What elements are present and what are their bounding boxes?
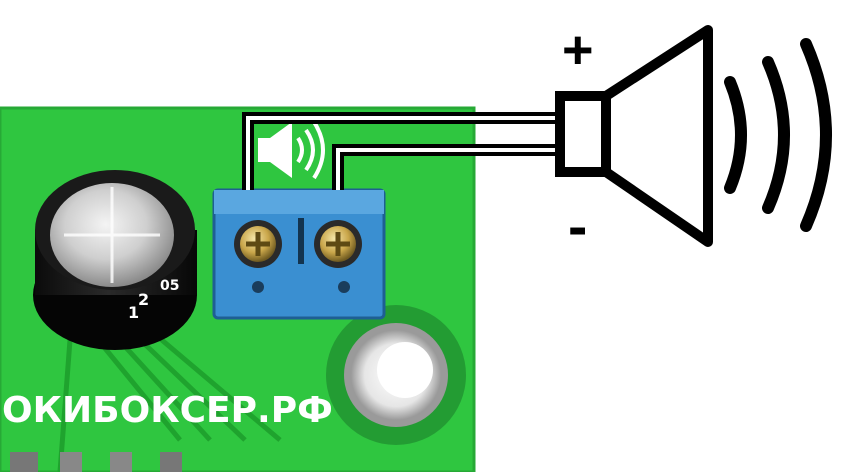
terminal-block bbox=[212, 188, 386, 320]
capacitor: 2 1 05 bbox=[33, 170, 197, 350]
screw-icon bbox=[314, 220, 362, 268]
capacitor-mark: 2 bbox=[138, 290, 149, 309]
wire-negative bbox=[332, 144, 560, 190]
smd-components bbox=[10, 452, 182, 472]
sound-waves-icon bbox=[724, 38, 832, 232]
speaker-sound-icon bbox=[258, 120, 325, 180]
mounting-hole-icon bbox=[326, 305, 466, 445]
capacitor-mark: 05 bbox=[160, 278, 179, 294]
screw-icon bbox=[234, 220, 282, 268]
speaker-symbol-icon bbox=[555, 25, 713, 247]
silkscreen-text: ОКИБОКСЕР.РФ bbox=[2, 390, 333, 431]
wire-positive bbox=[242, 112, 560, 190]
capacitor-mark: 1 bbox=[128, 303, 139, 322]
plus-label: + bbox=[562, 20, 594, 80]
pcb-board: 2 1 05 bbox=[0, 106, 476, 472]
minus-label: - bbox=[568, 194, 587, 259]
speaker-wires bbox=[242, 112, 560, 190]
